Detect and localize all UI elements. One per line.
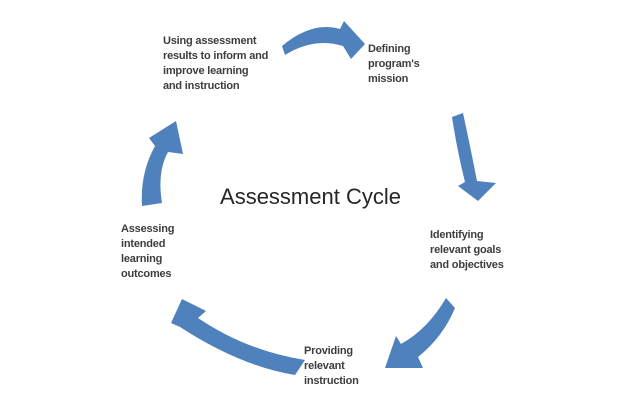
arrow-identifying-to-providing-icon <box>385 298 455 368</box>
step-label-defining-mission: Defining program's mission <box>368 42 420 87</box>
step-label-identifying-goals: Identifying relevant goals and objective… <box>430 228 504 273</box>
step-label-assessing-outcomes: Assessing intended learning outcomes <box>121 222 174 282</box>
step-label-using-results: Using assessment results to inform and i… <box>163 34 268 94</box>
step-label-line: mission <box>368 73 409 85</box>
arrow-providing-to-assessing-icon <box>171 299 305 375</box>
step-label-line: Providing <box>304 345 353 357</box>
step-label-line: intended <box>121 238 166 250</box>
step-label-line: learning <box>121 253 163 265</box>
step-label-line: improve learning <box>163 65 249 77</box>
step-label-line: instruction <box>304 375 359 387</box>
arrow-defining-to-identifying-icon <box>452 113 496 201</box>
step-label-providing-instruction: Providing relevant instruction <box>304 344 359 389</box>
step-label-line: relevant <box>304 360 345 372</box>
step-label-line: outcomes <box>121 268 172 280</box>
step-label-line: Defining <box>368 43 411 55</box>
cycle-title: Assessment Cycle <box>220 184 401 209</box>
step-label-line: and objectives <box>430 259 504 271</box>
arrow-using-to-defining-icon <box>282 21 365 59</box>
step-label-line: Assessing <box>121 223 175 235</box>
step-label-line: program's <box>368 58 420 70</box>
step-label-line: and instruction <box>163 80 240 92</box>
step-label-line: relevant goals <box>430 244 502 256</box>
step-label-line: results to inform and <box>163 50 269 62</box>
step-label-line: Identifying <box>430 229 484 241</box>
arrow-assessing-to-using-icon <box>141 121 183 206</box>
step-label-line: Using assessment <box>163 35 257 47</box>
